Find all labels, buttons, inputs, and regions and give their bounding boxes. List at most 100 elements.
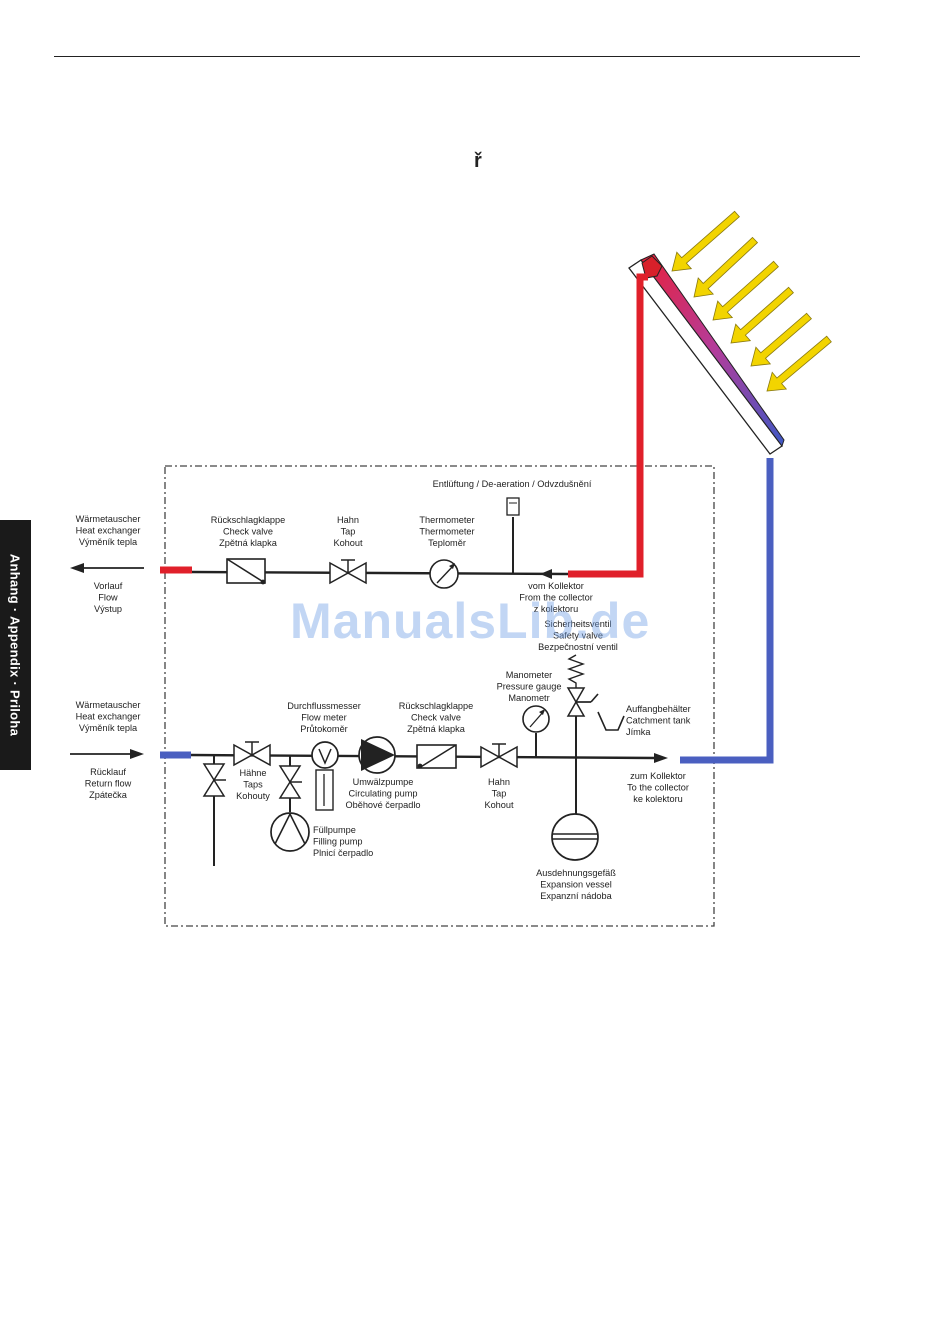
circulating-pump	[358, 736, 396, 774]
label-line: Taps	[243, 780, 263, 790]
label-line: Výstup	[94, 604, 122, 614]
label-line: Flow	[98, 593, 118, 603]
label-line: Kohout	[333, 538, 363, 548]
label-line: Filling pump	[313, 837, 363, 847]
label-line: Manometr	[508, 693, 549, 703]
label-line: Flow meter	[301, 713, 346, 723]
label-line: Thermometer	[419, 527, 474, 537]
label-line: Safety valve	[553, 631, 603, 641]
label-line: Pressure gauge	[497, 682, 562, 692]
label-deaeration: Entlüftung / De-aeration / Odvzdušnění	[433, 479, 592, 489]
label-line: Průtokoměr	[300, 724, 348, 734]
thermometer	[429, 559, 459, 589]
label-line: Manometer	[506, 670, 552, 680]
station-boundary	[164, 465, 715, 927]
label-line: Teploměr	[428, 538, 466, 548]
flow-arrow	[70, 563, 144, 573]
label-line: Füllpumpe	[313, 825, 356, 835]
check-valve-top	[226, 558, 266, 585]
label-line: Rückschlagklappe	[211, 515, 286, 525]
pressure-gauge	[522, 705, 550, 757]
label-line: zum Kollektor	[630, 771, 686, 781]
side-tab: Anhang · Appendix · Priloha	[0, 520, 31, 770]
label-line: Hähne	[239, 768, 266, 778]
taps-inline	[233, 741, 271, 767]
label-line: Kohout	[484, 800, 514, 810]
label-line: Wärmetauscher	[76, 700, 141, 710]
label-line: Umwälzpumpe	[353, 777, 414, 787]
label-line: Return flow	[85, 779, 132, 789]
label-line: Ausdehnungsgefäß	[536, 868, 616, 878]
label-line: z kolektoru	[534, 604, 578, 614]
label-line: Heat exchanger	[76, 712, 141, 722]
hot-supply-pipe	[568, 273, 648, 578]
label-line: Auffangbehälter	[626, 704, 691, 714]
safety-valve	[566, 654, 599, 815]
tap-top	[329, 559, 367, 585]
sun-arrow-icon	[712, 260, 779, 321]
label-line: Hahn	[337, 515, 359, 525]
page-heading: ř	[474, 150, 482, 172]
sun-arrows	[671, 210, 832, 392]
sun-arrow-icon	[693, 236, 759, 298]
label-line: Rückschlagklappe	[399, 701, 474, 711]
label-line: Oběhové čerpadlo	[345, 800, 420, 810]
label-line: To the collector	[627, 783, 689, 793]
label-line: Tap	[341, 527, 356, 537]
drain-branch	[202, 755, 226, 866]
sun-arrow-icon	[671, 210, 740, 272]
svg-text:Entlüftung / De-aeration / Odv: Entlüftung / De-aeration / Odvzdušnění	[433, 479, 592, 489]
flow-meter	[311, 741, 339, 811]
label-line: Sicherheitsventil	[545, 619, 612, 629]
label-line: Rücklauf	[90, 767, 126, 777]
watermark: ManualsLib.de	[290, 593, 651, 649]
sun-arrow-icon	[730, 286, 794, 344]
label-line: Expansion vessel	[540, 880, 612, 890]
label-line: Výměník tepla	[79, 537, 138, 547]
label-line: Plnicí čerpadlo	[313, 848, 373, 858]
label-line: Circulating pump	[349, 789, 418, 799]
label-line: Wärmetauscher	[76, 514, 141, 524]
sun-arrow-icon	[750, 312, 812, 367]
label-line: vom Kollektor	[528, 581, 584, 591]
cold-return-pipe	[680, 458, 774, 764]
label-line: Catchment tank	[626, 716, 691, 726]
filling-pump	[270, 812, 310, 852]
label-line: From the collector	[519, 593, 593, 603]
label-line: Check valve	[223, 527, 273, 537]
label-line: Zpětná klapka	[219, 538, 278, 548]
label-line: Bezpečnostní ventil	[538, 642, 618, 652]
label-line: Zpětná klapka	[407, 724, 466, 734]
label-line: Tap	[492, 789, 507, 799]
label-line: Thermometer	[419, 515, 474, 525]
label-line: Hahn	[488, 777, 510, 787]
expansion-vessel	[551, 813, 599, 861]
check-valve-bottom	[416, 744, 457, 769]
label-line: Kohouty	[236, 791, 270, 801]
label-line: Heat exchanger	[76, 526, 141, 536]
tap-bottom	[480, 743, 518, 769]
solar-collector	[628, 253, 785, 455]
header-rule	[54, 56, 860, 57]
label-line: Durchflussmesser	[287, 701, 361, 711]
label-line: ke kolektoru	[633, 794, 683, 804]
